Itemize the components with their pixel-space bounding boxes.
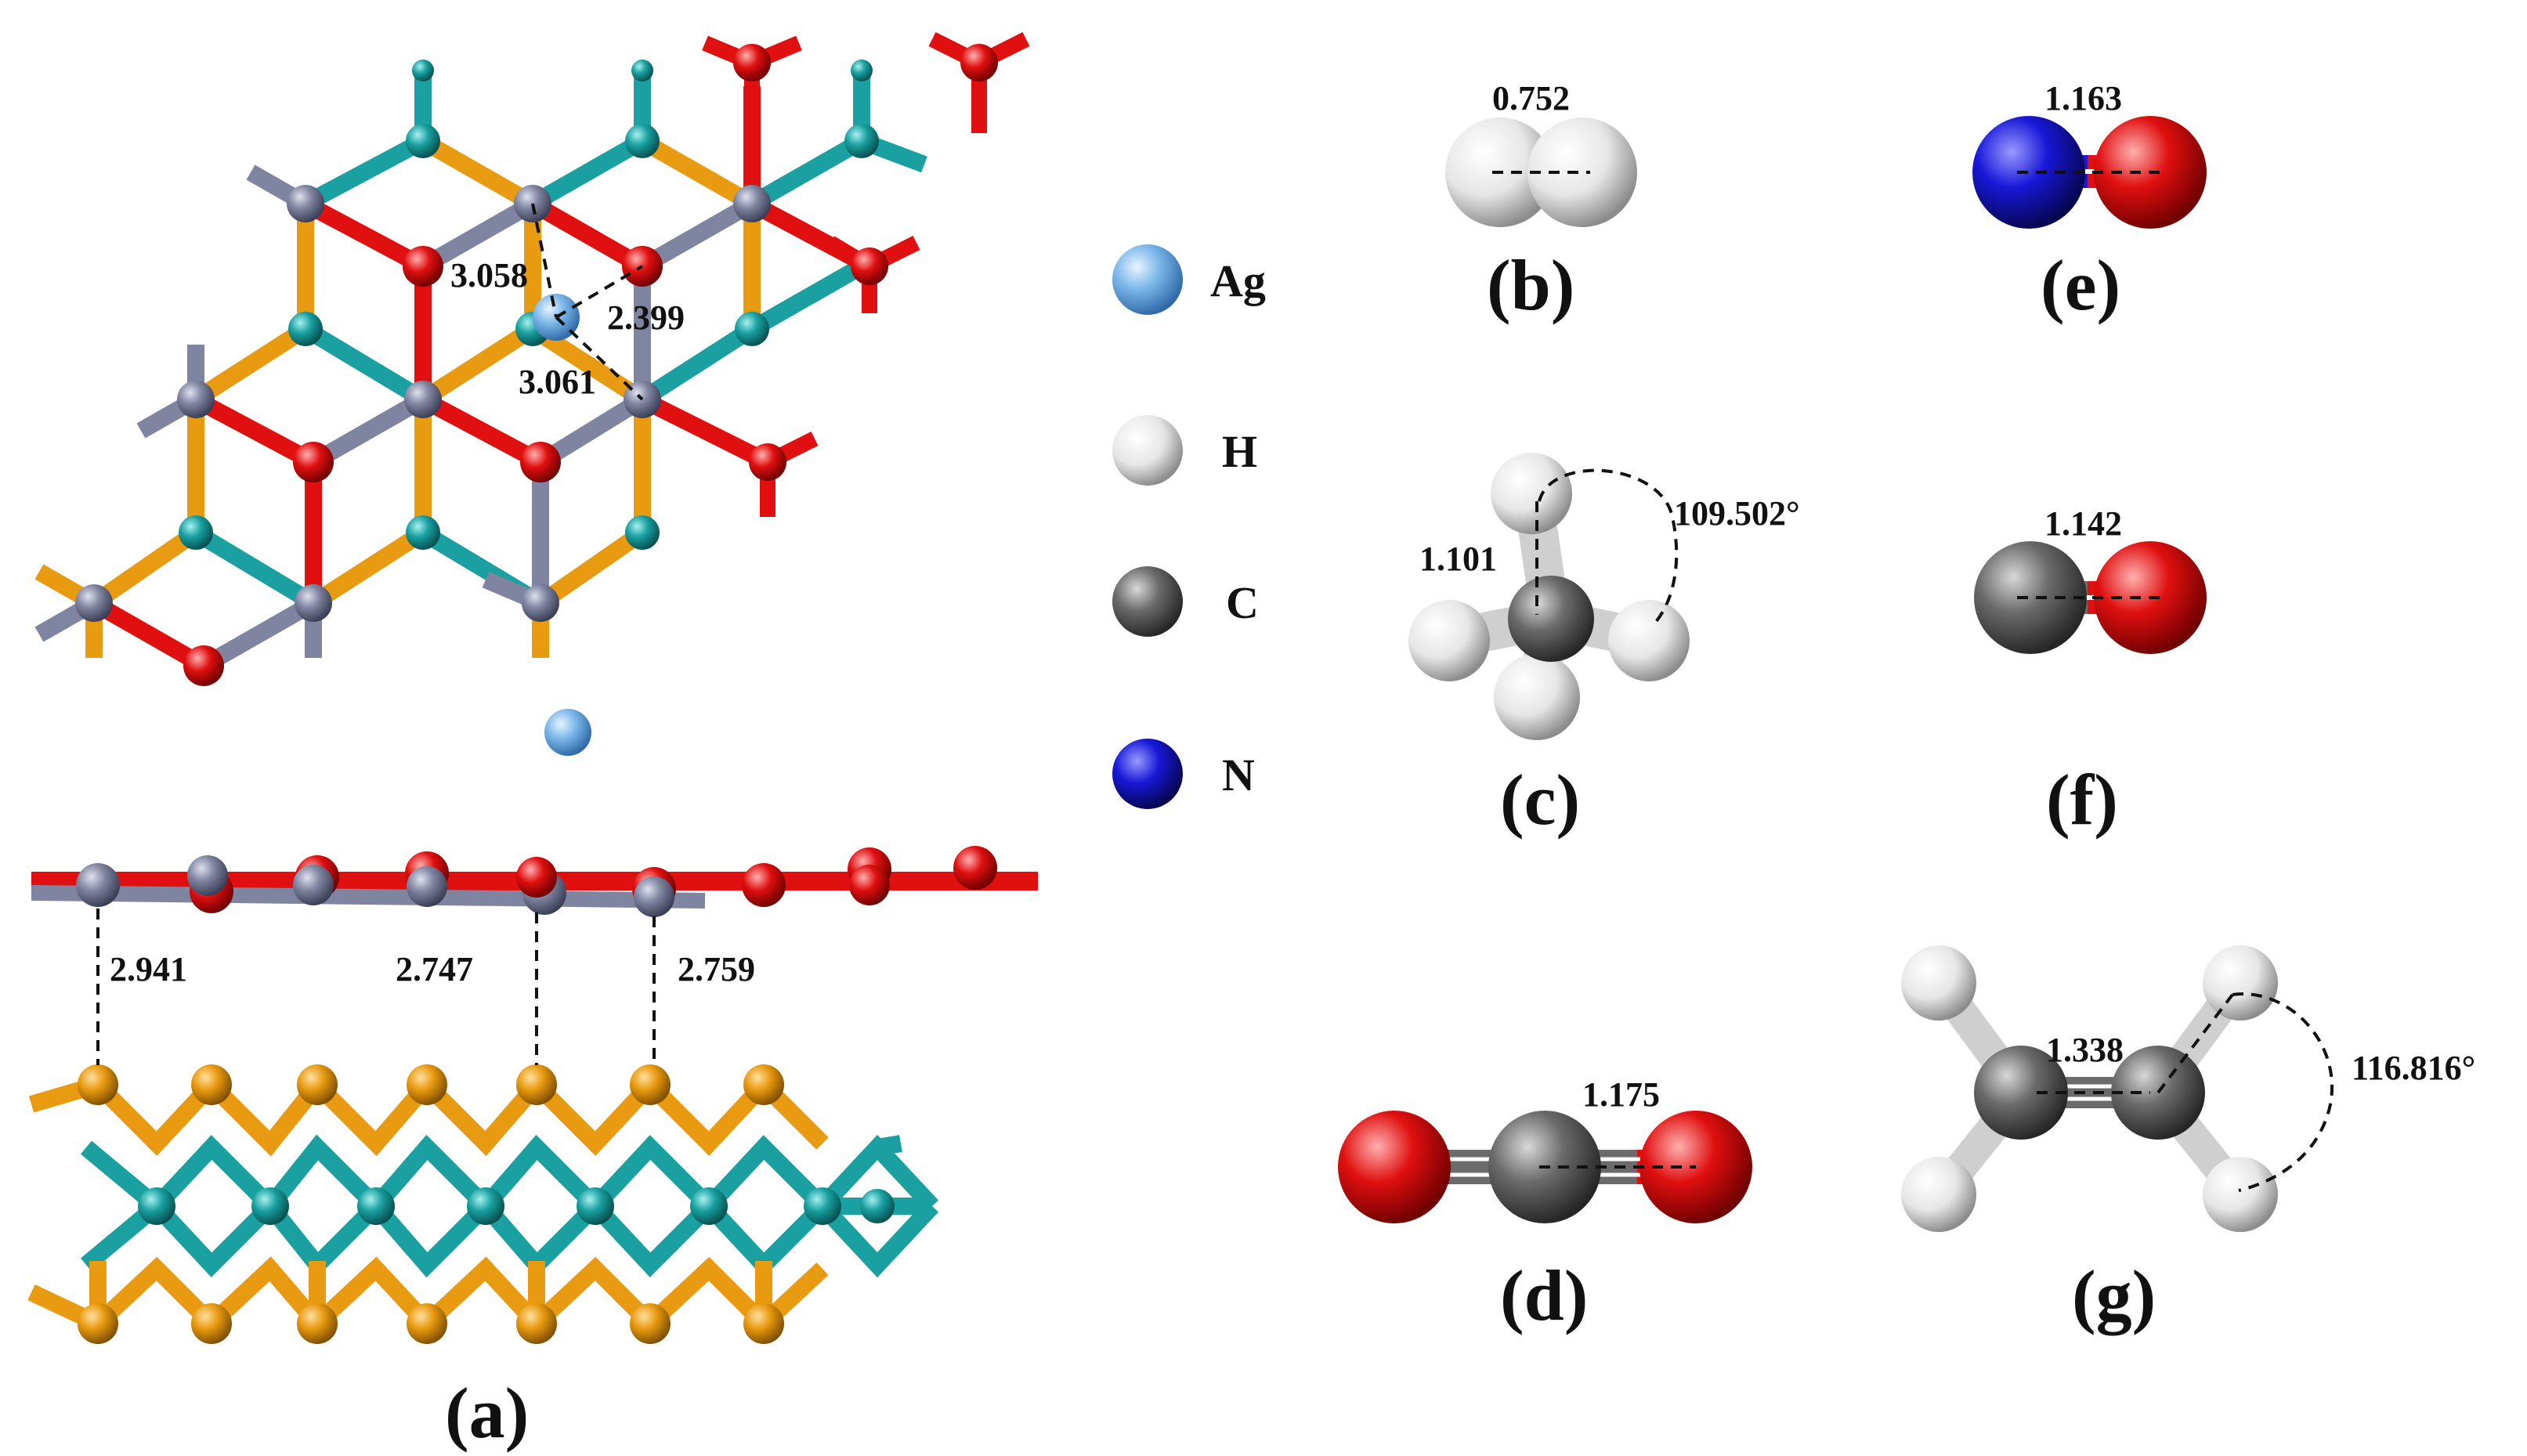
legend-label-c: C bbox=[1226, 577, 1259, 628]
panel-a-side-view: 2.941 2.747 2.759 bbox=[27, 846, 1038, 1344]
distance-label-3058: 3.058 bbox=[450, 256, 528, 294]
panel-g-c2h4-molecule: 1.338 116.816° bbox=[1901, 945, 2475, 1232]
distance-label-3061: 3.061 bbox=[519, 363, 596, 401]
bond-length-label-e: 1.163 bbox=[2044, 79, 2122, 117]
bond-angle-label-c: 109.502° bbox=[1674, 494, 1800, 533]
panel-a-top-view: 3.058 2.399 3.061 bbox=[34, 32, 1030, 756]
side-view-overlayer bbox=[31, 846, 1038, 917]
bond-length-label-f: 1.142 bbox=[2044, 504, 2122, 543]
element-legend: Ag H C N bbox=[1112, 244, 1266, 809]
top-view-distance-lines bbox=[531, 203, 644, 401]
panel-label-b: (b) bbox=[1487, 245, 1574, 325]
side-view-substrate bbox=[27, 1064, 939, 1344]
legend-swatch-c bbox=[1112, 566, 1183, 637]
distance-label-2941: 2.941 bbox=[110, 950, 187, 988]
panel-label-g: (g) bbox=[2072, 1255, 2156, 1335]
bond-angle-label-g: 116.816° bbox=[2352, 1049, 2475, 1087]
ag-atom-below bbox=[544, 709, 591, 756]
legend-swatch-ag bbox=[1112, 244, 1183, 315]
panel-label-a: (a) bbox=[445, 1373, 529, 1453]
legend-swatch-n bbox=[1112, 739, 1183, 809]
panel-label-f: (f) bbox=[2046, 760, 2118, 840]
legend-label-n: N bbox=[1222, 750, 1255, 800]
legend-label-h: H bbox=[1222, 426, 1257, 477]
bond-length-label-c: 1.101 bbox=[1419, 540, 1497, 578]
panel-b-h2-molecule: 0.752 bbox=[1445, 79, 1637, 227]
panel-label-c: (c) bbox=[1500, 760, 1580, 840]
panel-label-e: (e) bbox=[2041, 245, 2120, 325]
distance-label-2747: 2.747 bbox=[396, 950, 473, 988]
legend-label-ag: Ag bbox=[1210, 255, 1266, 306]
top-view-bonds bbox=[34, 70, 927, 674]
panel-e-no-molecule: 1.163 bbox=[1972, 79, 2207, 229]
distance-label-2759: 2.759 bbox=[678, 950, 755, 988]
panel-d-co2-molecule: 1.175 bbox=[1338, 1075, 1752, 1223]
bond-length-label-b: 0.752 bbox=[1492, 79, 1570, 117]
panel-c-ch4-molecule: 1.101 109.502° bbox=[1408, 453, 1800, 740]
bond-length-label-g: 1.338 bbox=[2046, 1031, 2124, 1069]
panel-label-d: (d) bbox=[1500, 1255, 1588, 1335]
distance-label-2399: 2.399 bbox=[607, 298, 685, 337]
side-view-distance-lines bbox=[96, 909, 656, 1065]
panel-f-co-molecule: 1.142 bbox=[1974, 504, 2207, 654]
bond-length-label-d: 1.175 bbox=[1582, 1075, 1660, 1114]
legend-swatch-h bbox=[1112, 415, 1183, 486]
